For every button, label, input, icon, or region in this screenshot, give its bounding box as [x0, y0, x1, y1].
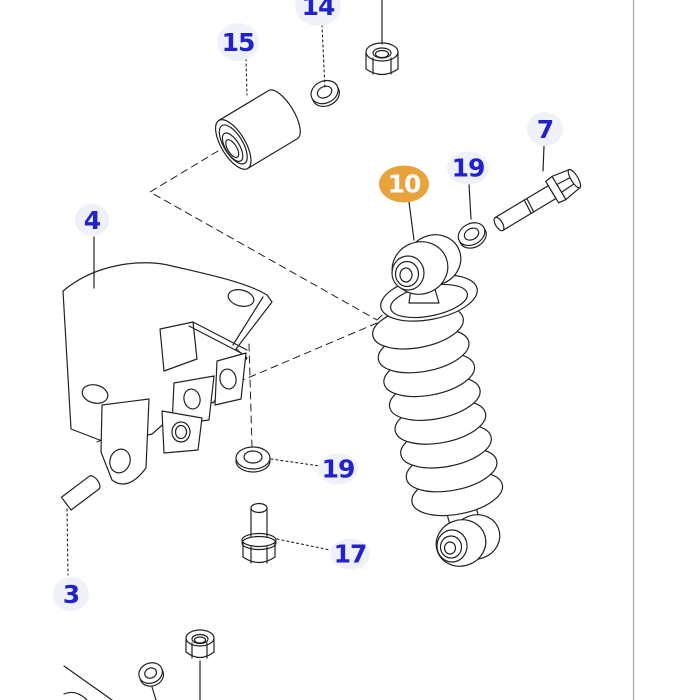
callout-3[interactable]: 3	[53, 577, 89, 611]
nut-icon-top	[365, 42, 399, 76]
leader-lines	[66, 0, 545, 700]
callout-10-highlighted[interactable]: 10	[379, 165, 429, 203]
washer-icon-19-lower	[235, 446, 271, 473]
washer-icon-19-upper	[457, 222, 487, 249]
callout-17[interactable]: 17	[330, 538, 370, 570]
shock-absorber-icon-10	[372, 234, 504, 567]
rod-icon-3-fragment	[63, 665, 113, 700]
callout-4[interactable]: 4	[75, 204, 109, 236]
callout-15[interactable]: 15	[217, 23, 259, 61]
callout-19-upper[interactable]: 19	[447, 151, 489, 185]
bolt-icon-7	[493, 168, 582, 232]
callout-19-lower[interactable]: 19	[318, 453, 358, 485]
callout-7[interactable]: 7	[527, 112, 563, 146]
washer-icon-bottom	[138, 662, 165, 687]
nut-icon-bottom	[185, 629, 215, 659]
bushing-icon-15	[214, 89, 301, 170]
bolt-icon-17	[241, 502, 277, 564]
bracket-icon-4	[60, 262, 273, 511]
washer-icon-14	[310, 79, 340, 108]
